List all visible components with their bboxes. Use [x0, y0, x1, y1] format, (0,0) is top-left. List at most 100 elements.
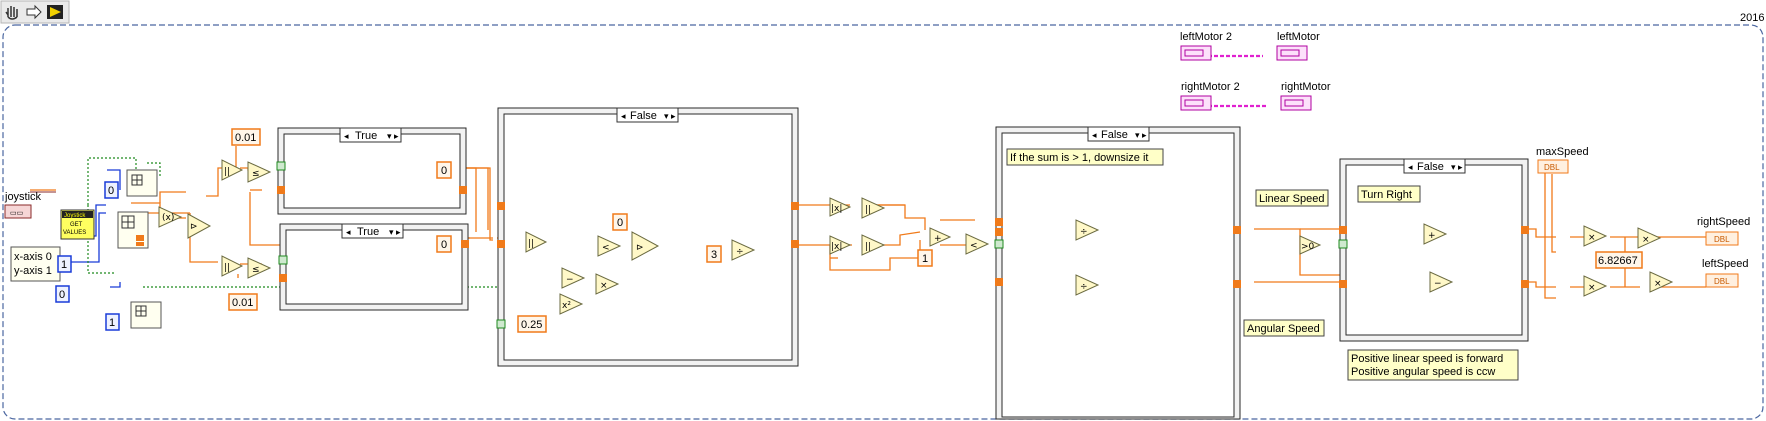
case-structure-deadband-bottom[interactable]: True ▾ ◂ ▸	[278, 223, 469, 311]
case-structure-turn[interactable]: False ▾ ◂ ▸	[1338, 158, 1529, 342]
zero-constant-case1[interactable]: 0	[436, 161, 452, 179]
add-function-turn[interactable]: +	[1423, 223, 1448, 245]
svg-text:×: ×	[1654, 279, 1662, 289]
divide-function-angular[interactable]: ÷	[1075, 274, 1100, 296]
svg-text:y-axis 1: y-axis 1	[14, 265, 52, 277]
svg-text:Angular Speed: Angular Speed	[1247, 323, 1320, 335]
angular-speed-label: Angular Speed	[1243, 319, 1325, 337]
case-structure-deadband-top[interactable]: True ▾ ◂ ▸	[276, 127, 467, 215]
svg-text:3: 3	[711, 249, 717, 261]
quarter-constant-curve[interactable]: 0.25	[517, 315, 547, 333]
max-speed-control[interactable]: maxSpeed DBL	[1536, 146, 1589, 174]
svg-text:If the sum is > 1, downsize it: If the sum is > 1, downsize it	[1010, 152, 1148, 164]
multiply-function-curve[interactable]: ×	[595, 273, 620, 295]
svg-text:×: ×	[1642, 235, 1650, 245]
multiply-function-right-2[interactable]: ×	[1637, 227, 1662, 249]
right-motor-label: rightMotor	[1281, 81, 1331, 93]
sign-function[interactable]: (x)	[158, 206, 183, 228]
diagram-border	[2, 24, 1764, 420]
svg-text:|x|: |x|	[831, 204, 842, 214]
svg-text:0: 0	[441, 239, 447, 251]
abs-function-bottom[interactable]: ||	[221, 255, 244, 277]
svg-text:×: ×	[600, 281, 608, 291]
index-array-node-bottom[interactable]	[130, 301, 162, 329]
forward-arrow-icon[interactable]	[26, 4, 42, 20]
abs-function-angular[interactable]: ||	[861, 234, 886, 256]
index-array-node-middle[interactable]	[117, 211, 149, 249]
left-motor-2-label: leftMotor 2	[1180, 31, 1232, 43]
subtract-function-curve[interactable]: −	[561, 267, 586, 289]
three-constant-curve[interactable]: 3	[706, 245, 722, 263]
select-function[interactable]: ⊳	[187, 213, 212, 239]
labview-icon[interactable]	[47, 5, 63, 19]
less-than-function-curve[interactable]: <	[597, 235, 622, 257]
one-constant[interactable]: 1	[917, 249, 933, 267]
less-than-function-bottom[interactable]: ≤	[247, 257, 272, 279]
index-constant-1-bottom[interactable]: 1	[105, 313, 120, 331]
svg-text:Positive angular speed is ccw: Positive angular speed is ccw	[1351, 366, 1495, 378]
subtract-function-turn[interactable]: −	[1429, 271, 1454, 293]
multiply-function-left-2[interactable]: ×	[1649, 271, 1674, 293]
left-motor-label: leftMotor	[1277, 31, 1320, 43]
divide-function-linear[interactable]: ÷	[1075, 219, 1100, 241]
right-motor-2-control[interactable]: rightMotor 2	[1180, 81, 1240, 111]
index-array-node-top[interactable]	[126, 169, 158, 197]
index-constant-1[interactable]: 1	[57, 255, 72, 273]
normalize-comment: If the sum is > 1, downsize it	[1006, 148, 1164, 166]
svg-text:<: <	[970, 241, 978, 251]
less-than-function-normalize[interactable]: <	[965, 233, 990, 255]
right-motor-2-label: rightMotor 2	[1181, 81, 1240, 93]
case-structure-curve[interactable]: False ▾ ◂ ▸	[496, 107, 799, 367]
left-speed-indicator: leftSpeed DBL	[1702, 258, 1748, 288]
svg-text:÷: ÷	[1080, 227, 1088, 237]
to-double-function-top[interactable]: |x|	[829, 197, 852, 217]
joystick-get-values-vi[interactable]: Joystick GET VALUES	[60, 209, 95, 240]
right-speed-indicator: rightSpeed DBL	[1697, 216, 1750, 246]
svg-text:x-axis 0: x-axis 0	[14, 251, 52, 263]
svg-text:|x|: |x|	[831, 242, 842, 252]
svg-text:+: +	[1428, 231, 1436, 241]
abs-function-curve[interactable]: ||	[525, 231, 548, 253]
select-function-curve[interactable]: ⊳	[631, 231, 660, 261]
svg-text:≤: ≤	[252, 265, 260, 275]
multiply-function-left-1[interactable]: ×	[1583, 275, 1608, 297]
svg-text:◂: ◂	[346, 228, 351, 238]
left-motor-2-control[interactable]: leftMotor 2	[1180, 31, 1232, 61]
deadband-constant-bottom[interactable]: 0.01	[228, 293, 258, 311]
joystick-terminal[interactable]	[4, 204, 32, 219]
zero-constant-curve[interactable]: 0	[612, 213, 628, 231]
svg-text:◂: ◂	[344, 132, 349, 142]
svg-text:||: ||	[865, 205, 871, 215]
greater-than-zero-function[interactable]: >0	[1299, 235, 1322, 255]
case-structure-normalize[interactable]: False ▾ ◂ ▸	[994, 126, 1241, 420]
zero-constant-case2[interactable]: 0	[436, 235, 452, 253]
case-selector-label: False	[1101, 129, 1128, 141]
divide-function-curve[interactable]: ÷	[731, 239, 756, 261]
scale-constant[interactable]: 6.82667	[1595, 251, 1643, 269]
index-constant-0-top[interactable]: 0	[104, 181, 119, 199]
svg-text:▾: ▾	[389, 228, 394, 238]
axis-list-constant[interactable]: x-axis 0 y-axis 1	[10, 246, 61, 282]
deadband-constant-top[interactable]: 0.01	[231, 128, 261, 146]
right-speed-label: rightSpeed	[1697, 216, 1750, 228]
index-constant-0-bottom[interactable]: 0	[55, 285, 70, 303]
svg-text:▸: ▸	[671, 112, 676, 122]
multiply-function-right-1[interactable]: ×	[1583, 225, 1608, 247]
svg-text:0.01: 0.01	[232, 297, 253, 309]
power-function-curve[interactable]: x²	[559, 293, 584, 315]
svg-text:−: −	[566, 275, 574, 285]
case-selector-label: True	[357, 226, 379, 238]
hand-icon[interactable]	[5, 6, 18, 20]
svg-text:▾: ▾	[664, 112, 669, 122]
abs-function-linear[interactable]: ||	[861, 197, 886, 219]
abs-function-top[interactable]: ||	[221, 159, 244, 181]
svg-text:VALUES: VALUES	[63, 230, 86, 236]
to-double-function-bottom[interactable]: |x|	[829, 235, 852, 255]
svg-text:▸: ▸	[396, 228, 401, 238]
left-motor-indicator: leftMotor	[1276, 31, 1320, 61]
svg-text:DBL: DBL	[1714, 235, 1730, 244]
version-label: 2016	[1740, 12, 1764, 24]
less-than-function-top[interactable]: ≤	[247, 161, 272, 183]
add-function-normalize[interactable]: +	[929, 227, 952, 247]
